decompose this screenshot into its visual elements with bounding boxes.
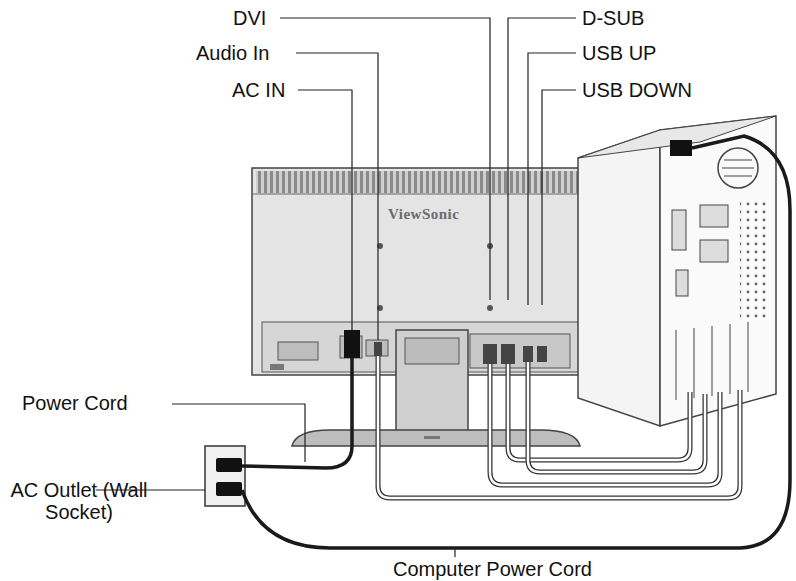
port-label: AC IN [232,79,285,101]
leader-lines-part [528,53,576,305]
computer-tower-part [676,270,688,296]
signal-cables-part [528,360,705,472]
computer-tower-part [730,324,731,394]
leader-lines-part [280,18,490,300]
leader-lines-part [454,548,455,557]
signal-cables-part [378,356,740,498]
leader-lines [96,18,576,557]
computer-tower-part [718,148,758,188]
computer-tower-part [722,160,754,176]
computer-tower-part [672,210,686,250]
signal-cables-part [374,342,382,356]
outlet-label: AC Outlet (Wall Socket) [4,479,154,523]
computer-tower-part [694,328,695,398]
monitor-back-part [270,364,284,370]
signal-cables-part [508,360,690,460]
signal-cables [374,342,740,498]
leader-lines-part [172,404,305,462]
signal-cables-part [508,360,690,460]
port-label: D-SUB [582,7,644,29]
signal-cables-part [523,346,533,362]
computer-tower-part [676,330,677,400]
signal-cables-part [490,362,720,485]
cable-label: Computer Power Cord [393,558,592,580]
monitor-stand-part [424,436,440,439]
monitor-back-part [366,340,388,356]
computer-tower-part [740,200,770,320]
power-cords-part [344,330,360,358]
leader-lines-part [296,53,378,340]
port-label: Audio In [196,42,269,64]
leader-lines-part [298,90,352,330]
computer-tower-part [700,205,728,227]
signal-cables-part [528,360,705,472]
leader-lines-part [542,90,576,305]
computer-tower-part [712,326,713,396]
signal-cables-part [501,344,515,364]
brand-logo: ViewSonic [388,203,459,225]
monitor-stand-part [405,338,459,364]
power-cords-part [242,136,790,548]
monitor-back-part [278,342,318,360]
signal-cables-part [537,346,547,362]
monitor-back-part [256,171,594,193]
monitor-back-part [487,305,493,311]
power-cords [242,136,790,548]
monitor-back-part [252,168,598,375]
signal-cables-part [378,356,740,498]
computer-tower [578,116,776,426]
wall-outlet [205,446,245,506]
power-cords-part [242,358,352,468]
computer-tower-part [660,116,776,426]
monitor-back-part [470,334,570,368]
monitor-back-part [252,194,598,195]
monitor-stand-part [292,430,580,446]
monitor-stand-part [396,330,468,434]
monitor-back [252,168,598,375]
wall-outlet-part [205,446,245,506]
port-label: USB DOWN [582,79,692,101]
computer-tower-part [578,130,660,426]
computer-tower-part [700,240,728,262]
computer-tower-part [670,140,692,156]
cable-label: Power Cord [22,392,128,414]
computer-tower-part [748,322,749,392]
signal-cables-part [483,344,497,364]
monitor-stand [292,330,580,446]
port-label: USB UP [582,42,656,64]
wall-outlet-part [216,458,242,472]
wall-outlet-part [216,482,242,496]
port-label: DVI [233,7,266,29]
signal-cables-part [490,362,720,485]
